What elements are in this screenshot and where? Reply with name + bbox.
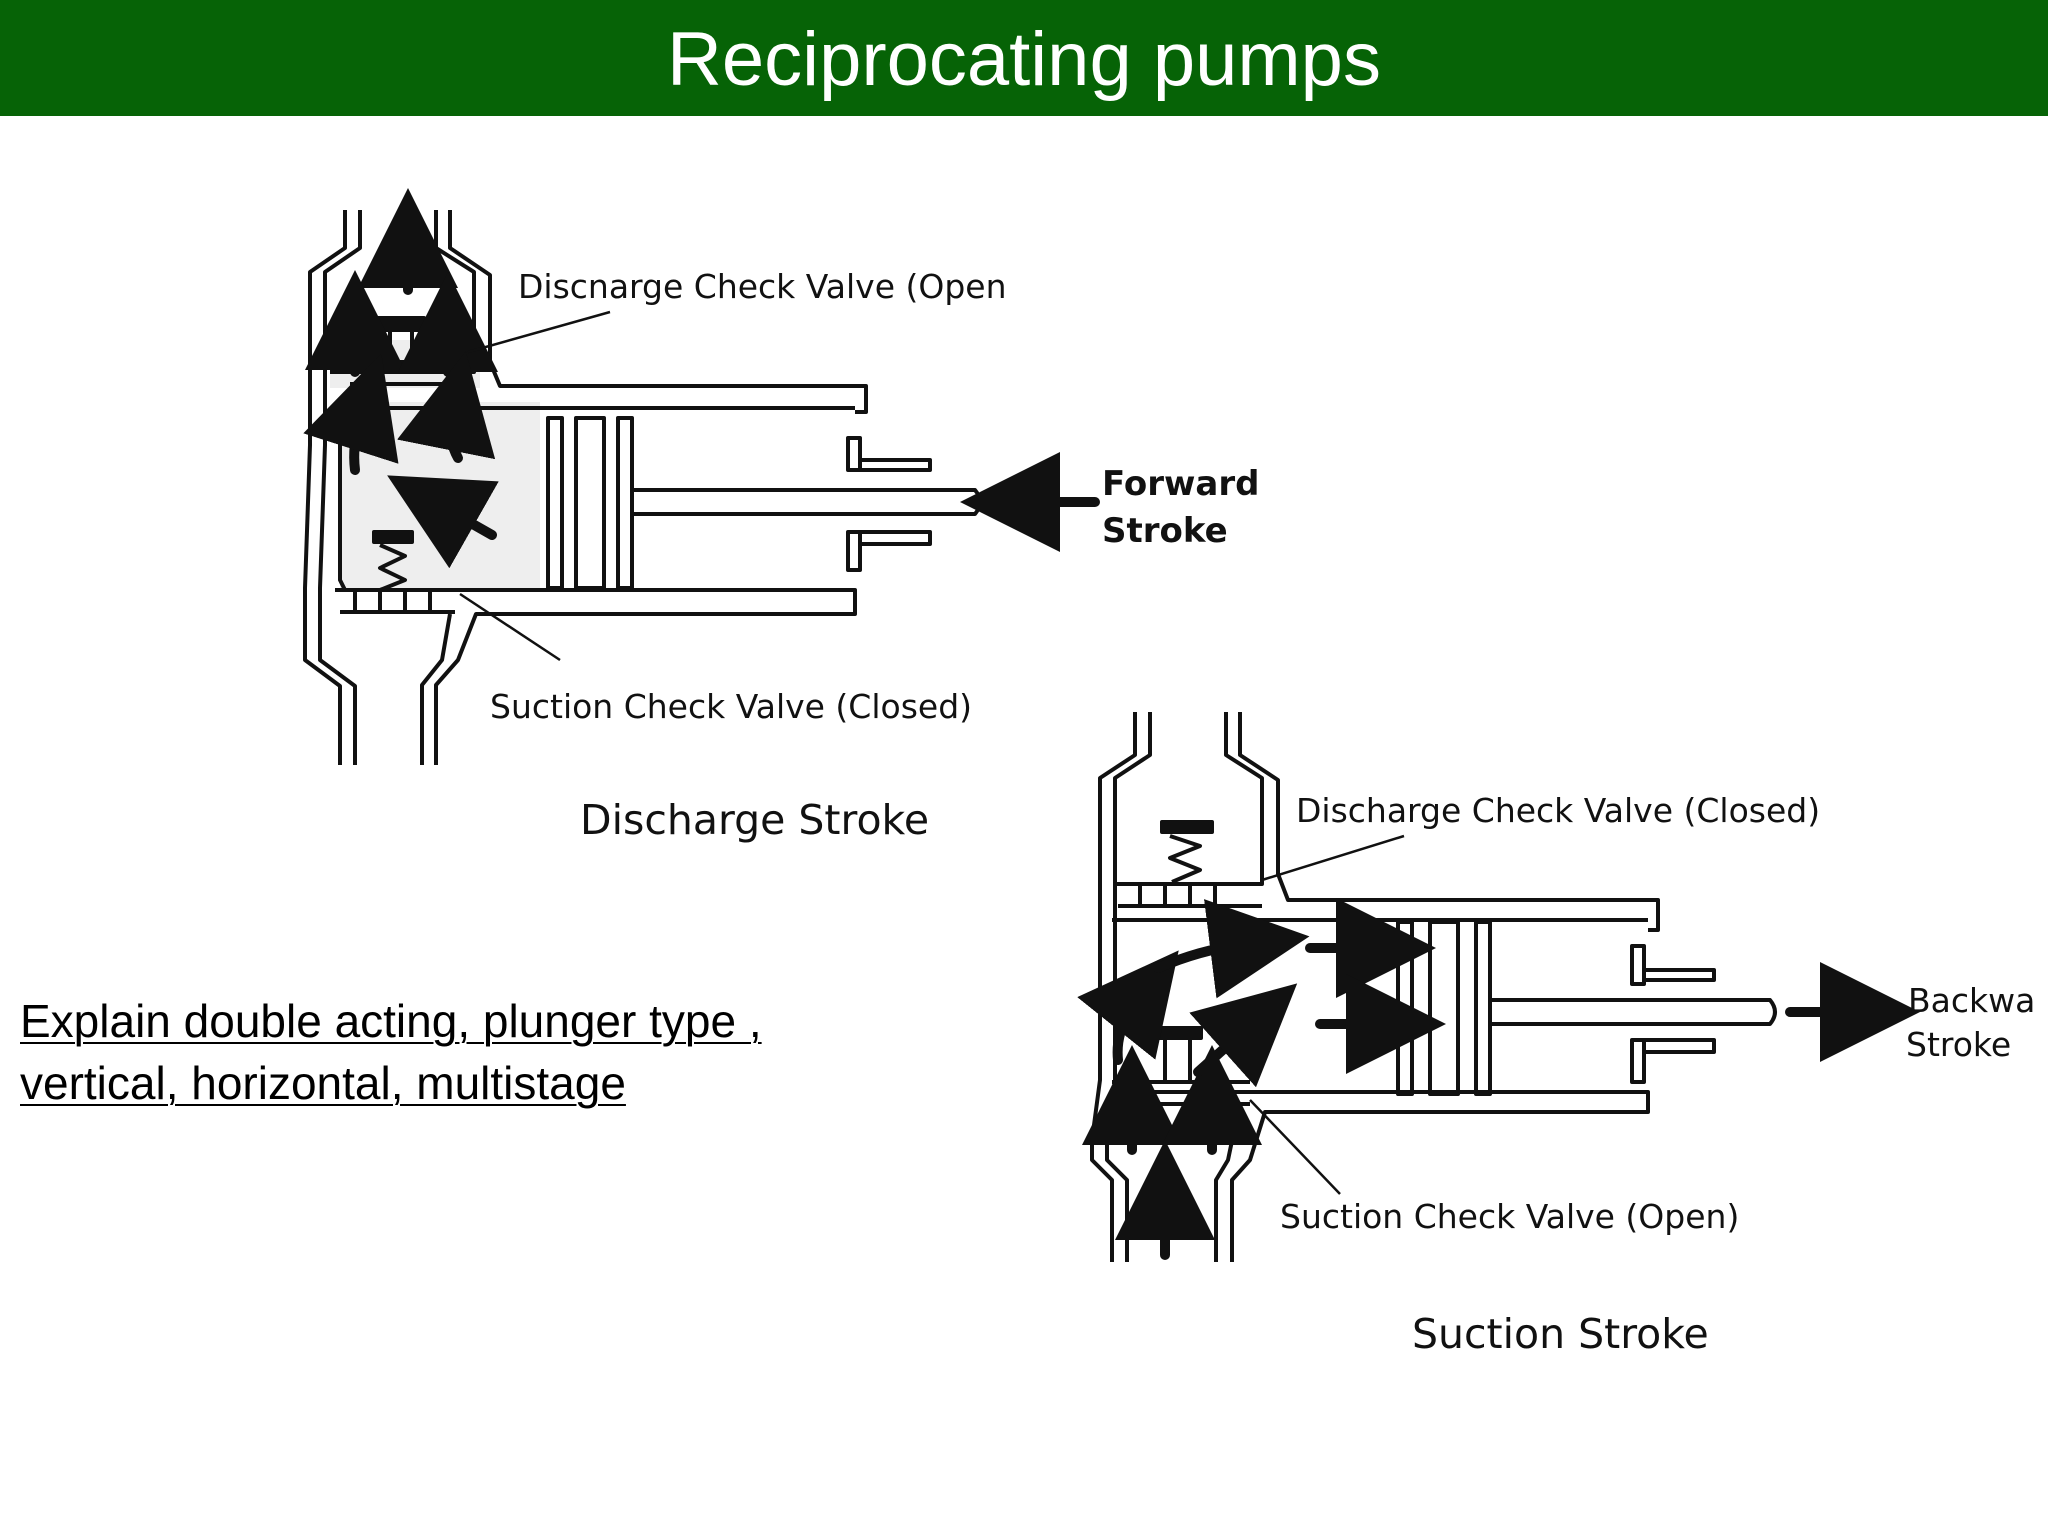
- gland-lower: [846, 530, 932, 572]
- suction-valve-seat: [335, 588, 465, 614]
- suction-valve-stem: [1163, 1040, 1192, 1080]
- casing-top-outer-wall: [448, 210, 868, 414]
- gland-upper: [1630, 944, 1716, 986]
- casing-left-inner-wall: [318, 210, 362, 765]
- explain-note: Explain double acting, plunger type , ve…: [20, 990, 900, 1114]
- discharge-valve-seat: [1118, 882, 1262, 908]
- piston-body: [574, 416, 606, 590]
- cylinder-bottom-wall: [345, 588, 857, 765]
- piston-rod: [632, 488, 982, 516]
- cylinder-bottom-wall: [1112, 1090, 1650, 1262]
- suction-port-inner-wall: [1214, 1111, 1240, 1262]
- leader-lines: [1249, 834, 1405, 1195]
- casing-left-outer-wall: [303, 210, 347, 765]
- discharge-stroke-caption: Discharge Stroke: [580, 796, 929, 844]
- gland-lower: [1630, 1038, 1716, 1084]
- forward-stroke-label-line1: Forward: [1102, 464, 1259, 504]
- flow-arrows: [1077, 898, 1920, 1260]
- suction-valve-disc: [372, 530, 414, 544]
- suction-stroke-diagram: [1077, 712, 1920, 1262]
- explain-note-line-2: vertical, horizontal, multistage: [20, 1057, 626, 1109]
- piston-ring-left: [546, 416, 564, 590]
- slide-title: Reciprocating pumps: [667, 17, 1381, 102]
- discharge-stroke-labels: Discnarge Check Valve (Open Suction Chec…: [490, 267, 1259, 844]
- suction-port-inner-wall: [420, 613, 452, 765]
- piston-body: [1428, 920, 1460, 1096]
- piston-ring-right: [616, 416, 634, 590]
- cylinder-fluid-shade: [340, 402, 540, 590]
- suction-valve-closed-label: Suction Check Valve (Closed): [490, 687, 972, 726]
- suction-stroke-labels: Discharge Check Valve (Closed) Suction C…: [1280, 791, 2035, 1358]
- discharge-valve-spring: [1168, 834, 1202, 884]
- explain-note-line-1: Explain double acting, plunger type ,: [20, 995, 762, 1047]
- suction-valve-open-label: Suction Check Valve (Open): [1280, 1197, 1739, 1236]
- casing-top-outer-wall: [1238, 712, 1660, 932]
- discharge-stroke-diagram: [303, 188, 1100, 765]
- leader-lines: [459, 310, 611, 662]
- discharge-valve-closed-label: Discharge Check Valve (Closed): [1296, 791, 1820, 830]
- title-bar: [0, 0, 2048, 116]
- piston-ring-left: [1396, 920, 1414, 1096]
- backward-stroke-label-line1: Backwa: [1908, 981, 2035, 1020]
- backward-stroke-label-line2: Stroke: [1906, 1025, 2011, 1064]
- discharge-valve-open-label: Discnarge Check Valve (Open: [518, 267, 1007, 306]
- suction-valve-disc: [1153, 1026, 1203, 1040]
- gland-upper: [846, 436, 932, 472]
- forward-stroke-label-line2: Stroke: [1102, 511, 1228, 551]
- discharge-valve-disc: [376, 316, 426, 332]
- piston-ring-right: [1474, 920, 1492, 1096]
- piston-rod: [1490, 998, 1777, 1026]
- suction-stroke-caption: Suction Stroke: [1412, 1310, 1709, 1358]
- flow-arrows: [303, 188, 1100, 569]
- discharge-valve-disc: [1160, 820, 1214, 834]
